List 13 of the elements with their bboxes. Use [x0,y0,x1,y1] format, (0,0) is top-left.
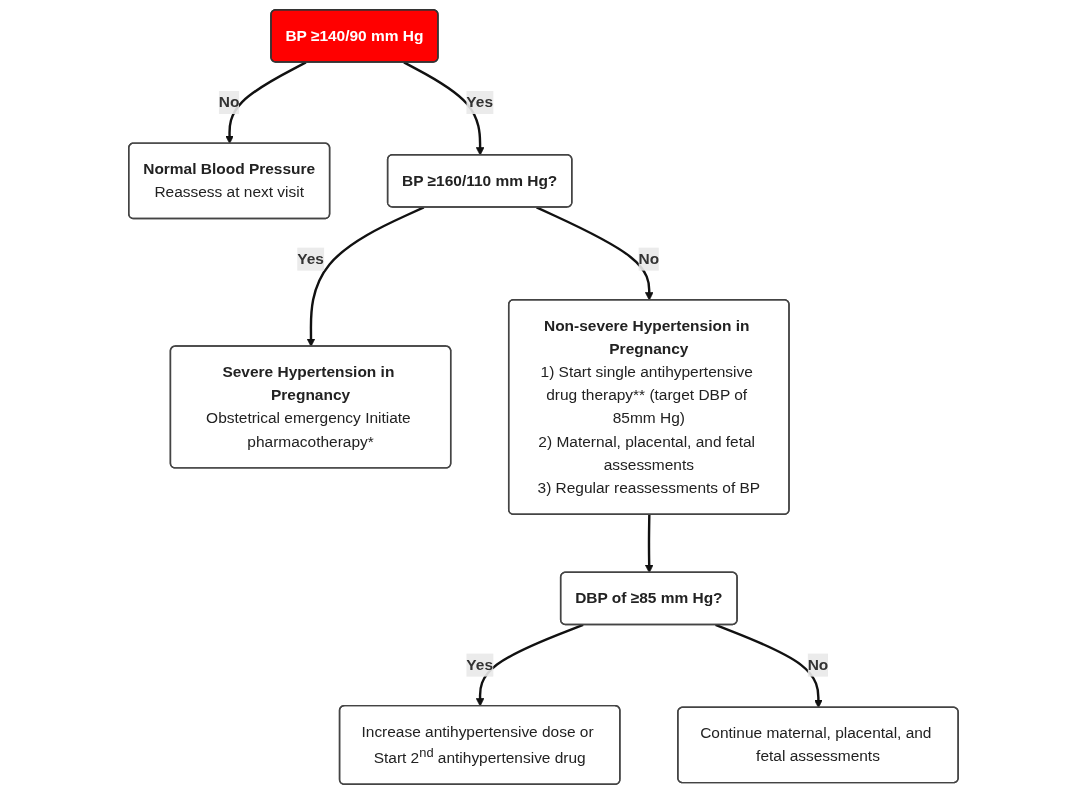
arrow [225,61,307,144]
arrow [715,623,823,709]
arrow [645,514,654,574]
arrow [306,206,425,347]
edge-label: No [638,250,660,267]
arrow [536,206,654,301]
edge-label: Yes [466,656,494,673]
arrow [475,623,584,707]
edge-label: Yes [466,93,494,111]
edge-label: Yes [297,250,324,267]
arrow [403,61,485,156]
edge-label: No [218,93,240,111]
edge-label: No [807,656,829,673]
